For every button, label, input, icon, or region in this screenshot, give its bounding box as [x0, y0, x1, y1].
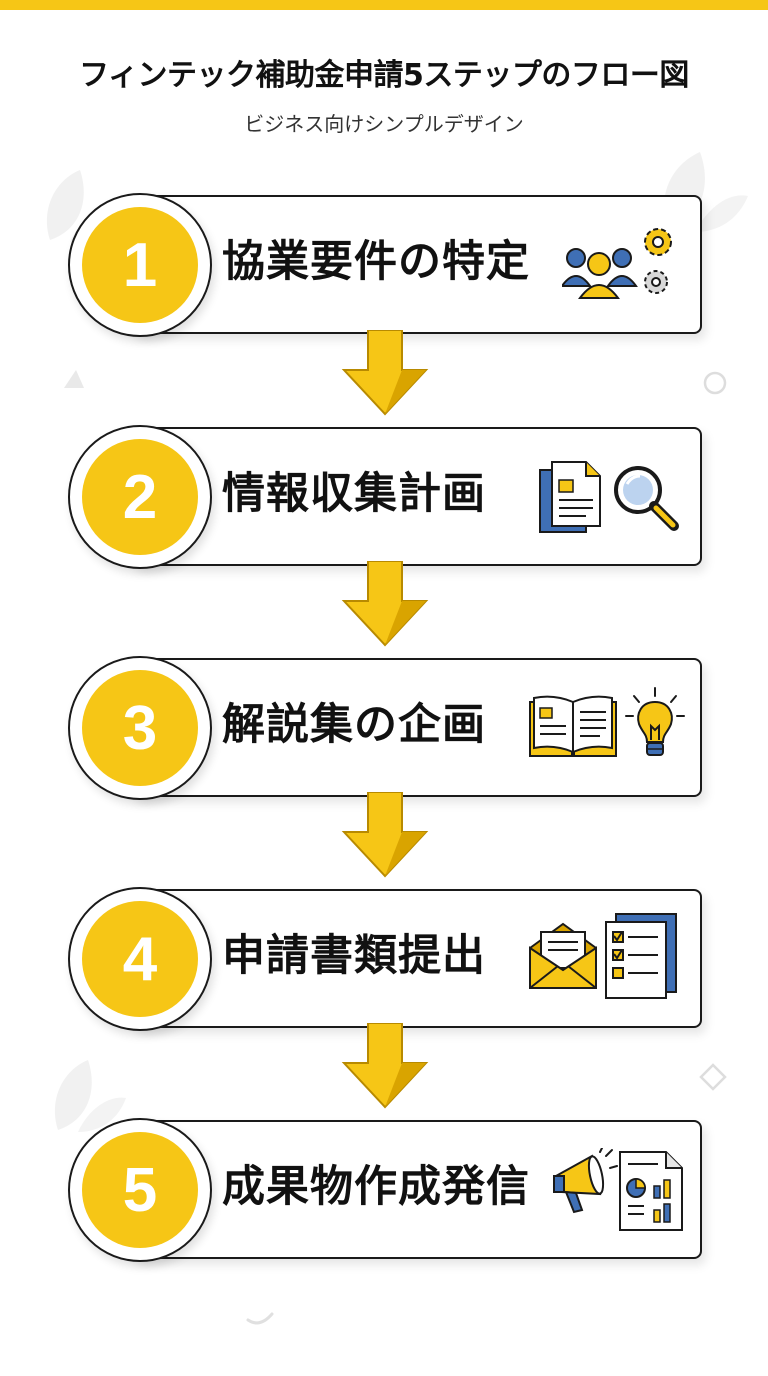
flow-arrow-4: [341, 1023, 429, 1109]
team-icon: [562, 248, 638, 299]
document-icon: [539, 461, 601, 533]
step-card-5: [132, 1120, 702, 1259]
page-subtitle: ビジネス向けシンプルデザイン: [244, 112, 524, 136]
step-label-3: 解説集の企画: [222, 700, 486, 750]
step-badge-4: 4: [68, 887, 212, 1031]
step-badge-5: 5: [68, 1118, 212, 1262]
step-badge-1: 1: [68, 193, 212, 337]
checklist-icon: [605, 913, 677, 999]
flow-arrow-1: [341, 330, 429, 416]
leaf-decoration-icon: [54, 1060, 126, 1132]
flow-arrow-3: [341, 792, 429, 878]
gears-icon: [644, 228, 672, 294]
arc-decoration-icon: [246, 1312, 274, 1325]
step-label-5: 成果物作成発信: [222, 1162, 530, 1212]
step-number-5: 5: [82, 1132, 198, 1248]
step-label-1: 協業要件の特定: [222, 237, 530, 287]
lightbulb-icon: [625, 687, 685, 756]
step-number-3: 3: [82, 670, 198, 786]
diamond-decoration-icon: [699, 1063, 727, 1091]
envelope-icon: [529, 922, 597, 989]
step-number-4: 4: [82, 901, 198, 1017]
step-label-2: 情報収集計画: [222, 469, 486, 519]
triangle-decoration-icon: [64, 370, 84, 388]
step-label-4: 申請書類提出: [222, 931, 486, 981]
report-chart-icon: [619, 1151, 683, 1231]
flow-arrow-2: [341, 561, 429, 647]
step-number-1: 1: [82, 207, 198, 323]
top-accent-bar: [0, 0, 768, 10]
circle-decoration-icon: [703, 371, 727, 395]
open-book-icon: [529, 695, 617, 757]
magnifier-icon: [614, 466, 679, 531]
step-badge-2: 2: [68, 425, 212, 569]
page-title: フィンテック補助金申請5ステップのフロー図: [79, 58, 689, 93]
step-number-2: 2: [82, 439, 198, 555]
megaphone-icon: [553, 1148, 618, 1214]
step-badge-3: 3: [68, 656, 212, 800]
